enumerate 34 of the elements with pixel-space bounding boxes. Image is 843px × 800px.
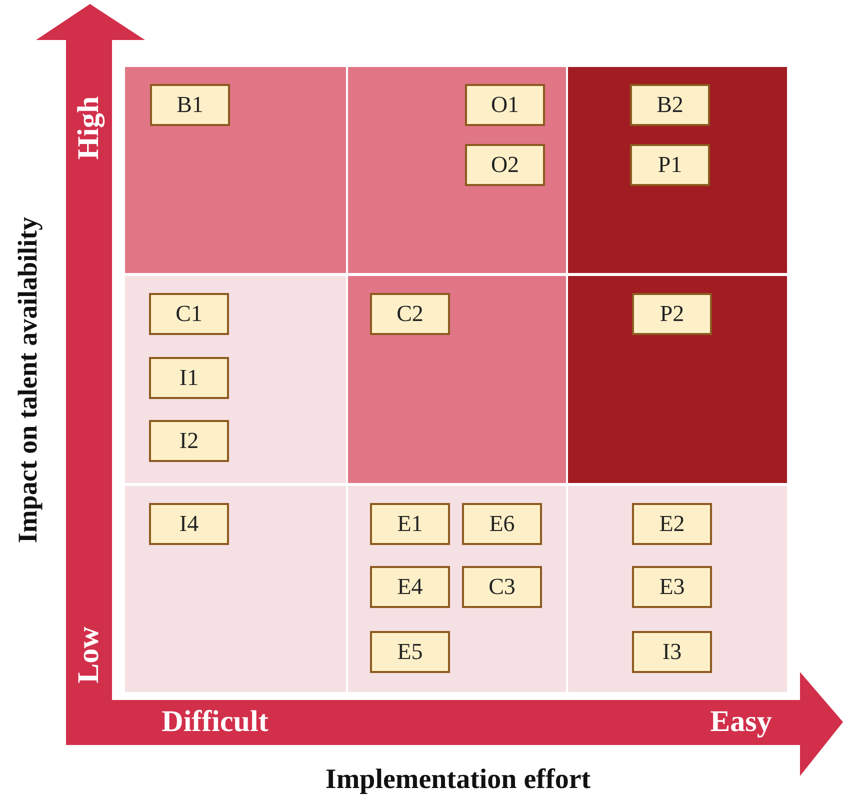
item-box: E6 (462, 503, 542, 545)
item-box: P1 (630, 144, 710, 186)
item-box: E2 (632, 503, 712, 545)
item-box: E5 (370, 631, 450, 673)
item-box: E3 (632, 566, 712, 608)
quadrant-cell (568, 486, 787, 692)
item-box: O2 (465, 144, 545, 186)
item-box: I2 (149, 420, 229, 462)
quadrant-cell (125, 67, 346, 273)
axis-title: Impact on talent availability (12, 216, 44, 544)
item-box: C1 (149, 293, 229, 335)
quadrant-cell (348, 67, 566, 273)
item-box: E1 (370, 503, 450, 545)
item-box: B1 (150, 84, 230, 126)
axis-end-label: High (72, 96, 106, 160)
item-box: C2 (370, 293, 450, 335)
item-box: B2 (630, 84, 710, 126)
item-box: P2 (632, 293, 712, 335)
item-box: O1 (465, 84, 545, 126)
quadrant-cell (568, 67, 787, 273)
axis-end-label: Low (72, 626, 106, 684)
quadrant-cell (568, 276, 787, 483)
item-box: I1 (149, 357, 229, 399)
axis-title: Implementation effort (325, 764, 591, 796)
item-box: I3 (632, 631, 712, 673)
axis-end-label: Difficult (162, 705, 268, 739)
item-box: C3 (462, 566, 542, 608)
axis-end-label: Easy (710, 705, 772, 739)
quadrant-cell (348, 486, 566, 692)
item-box: I4 (149, 503, 229, 545)
quadrant-cell (348, 276, 566, 483)
quadrant-cell (125, 276, 346, 483)
item-box: E4 (370, 566, 450, 608)
quadrant-cell (125, 486, 346, 692)
